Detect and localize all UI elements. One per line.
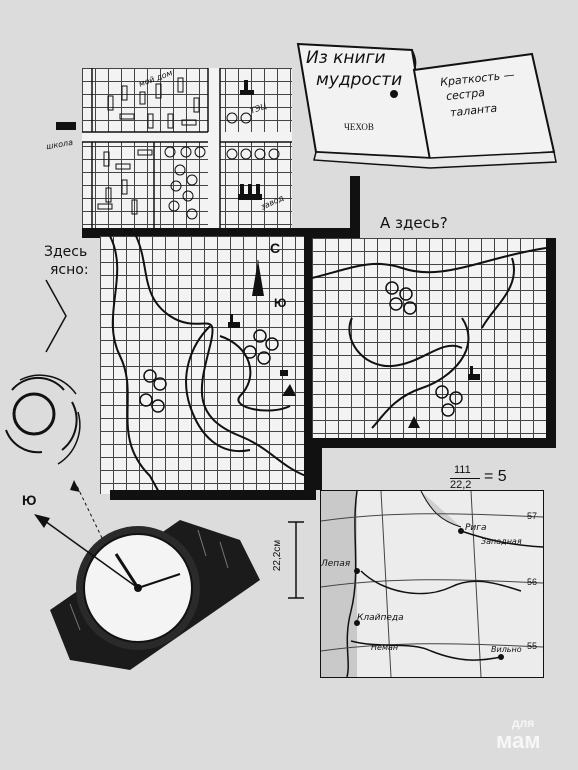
scale-bar	[288, 521, 304, 599]
town-map-drawing	[56, 68, 292, 233]
map-1-south: Ю	[274, 296, 287, 310]
lat-55: 55	[527, 641, 538, 651]
city-riga: Рига	[465, 523, 487, 533]
watermark-line1: для	[512, 716, 535, 730]
scale-label: 22,2см	[272, 539, 284, 572]
lat-57: 57	[527, 511, 538, 521]
region-map: Рига Западная Лепая Клайпеда Неман Вильн…	[320, 490, 544, 678]
map-1: С Ю	[100, 235, 307, 495]
formula-numerator: 111	[454, 464, 471, 476]
book-illustration	[296, 42, 557, 169]
town-map: мой дом ТЭЦ завод	[56, 68, 292, 233]
clear-here-line2: ясно:	[50, 262, 89, 278]
wrist-watch-illustration	[34, 480, 260, 670]
question-label: А здесь?	[380, 214, 448, 232]
book-title-line2: мудрости	[316, 70, 403, 90]
clear-here-line1: Здесь	[44, 244, 88, 260]
map-2-drawing	[311, 247, 547, 429]
formula-denominator: 22,2	[450, 479, 472, 491]
formula-result: = 5	[484, 468, 507, 485]
watermark-line2: мам	[496, 728, 541, 753]
formula-fraction-bar	[450, 478, 480, 479]
map-2	[311, 238, 547, 440]
lat-56: 56	[527, 577, 538, 587]
map-1-drawing	[109, 235, 307, 495]
book-author: ЧЕХОВ	[344, 122, 374, 132]
river-daugava: Западная	[481, 537, 522, 546]
river-neman: Неман	[371, 643, 399, 652]
city-liepaja: Лепая	[321, 559, 351, 569]
frame-divider	[312, 438, 556, 448]
city-vilnius: Вильно	[491, 645, 522, 654]
frame-divider	[312, 440, 322, 490]
frame-divider	[82, 228, 360, 238]
frame-divider	[304, 236, 314, 498]
triangle-arrow-icon	[45, 279, 67, 353]
compass-south-marker: Ю	[22, 492, 37, 508]
sun-icon	[5, 374, 81, 465]
frame-divider	[350, 176, 360, 238]
book-title-line1: Из книги	[306, 48, 386, 68]
region-map-drawing	[320, 490, 544, 678]
map-1-north: С	[270, 240, 281, 256]
city-klaipeda: Клайпеда	[357, 613, 404, 623]
frame-divider	[110, 490, 316, 500]
label-school: школа	[45, 137, 74, 152]
formula: 111 22,2 = 5	[448, 464, 528, 494]
frame-divider	[546, 238, 556, 448]
